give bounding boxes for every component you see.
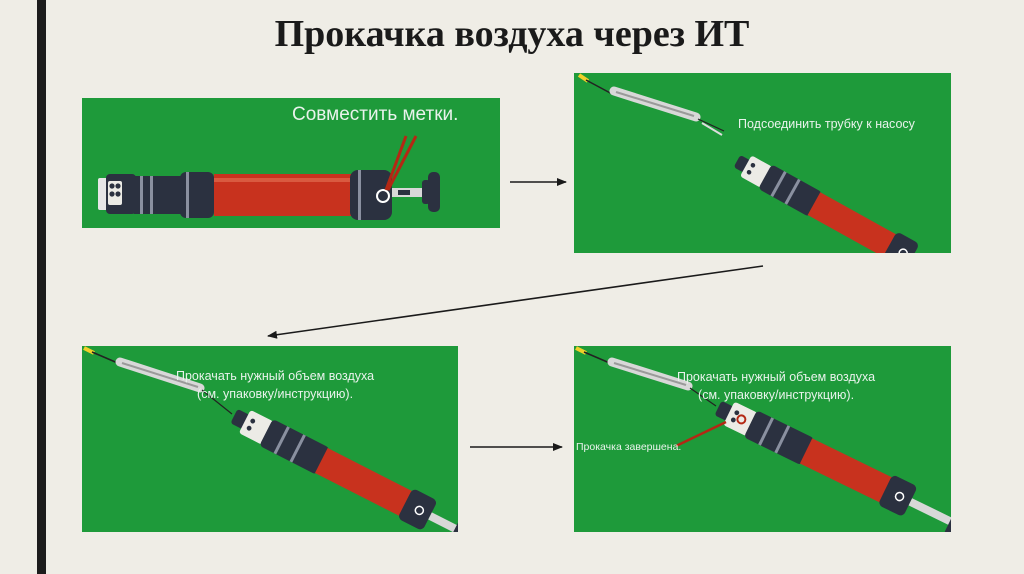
step-2-label: Подсоединить трубку к насосу (738, 117, 915, 131)
step-2-panel: Подсоединить трубку к насосу (574, 73, 951, 253)
step-3-label: Прокачать нужный объем воздуха (см. упак… (176, 367, 374, 403)
step-1-pump-illustration (98, 135, 440, 220)
step-3-pump-illustration (83, 346, 458, 532)
slide-left-accent-bar (37, 0, 46, 574)
step-1-panel: Совместить метки. (82, 98, 500, 228)
step-4-label: Прокачать нужный объем воздуха (см. упак… (677, 368, 875, 404)
step-4-label-line-2: (см. упаковку/инструкцию). (698, 388, 855, 402)
step-1-label: Совместить метки. (292, 104, 459, 125)
arrow-step2-to-step3 (267, 265, 764, 339)
slide-title: Прокачка воздуха через ИТ (274, 13, 750, 55)
step-4-panel: Прокачать нужный объем воздуха (см. упак… (574, 346, 951, 532)
step-4-pump-illustration (575, 346, 951, 532)
step-4-label-line-1: Прокачать нужный объем воздуха (677, 370, 876, 384)
step-3-panel: Прокачать нужный объем воздуха (см. упак… (82, 346, 458, 532)
step-4-callout: Прокачка завершена. (576, 441, 682, 453)
step-3-label-line-1: Прокачать нужный объем воздуха (176, 369, 375, 383)
step-2-pump-illustration (577, 73, 918, 253)
pump-end-cap (98, 178, 108, 210)
step-3-label-line-2: (см. упаковку/инструкцию). (197, 387, 354, 401)
